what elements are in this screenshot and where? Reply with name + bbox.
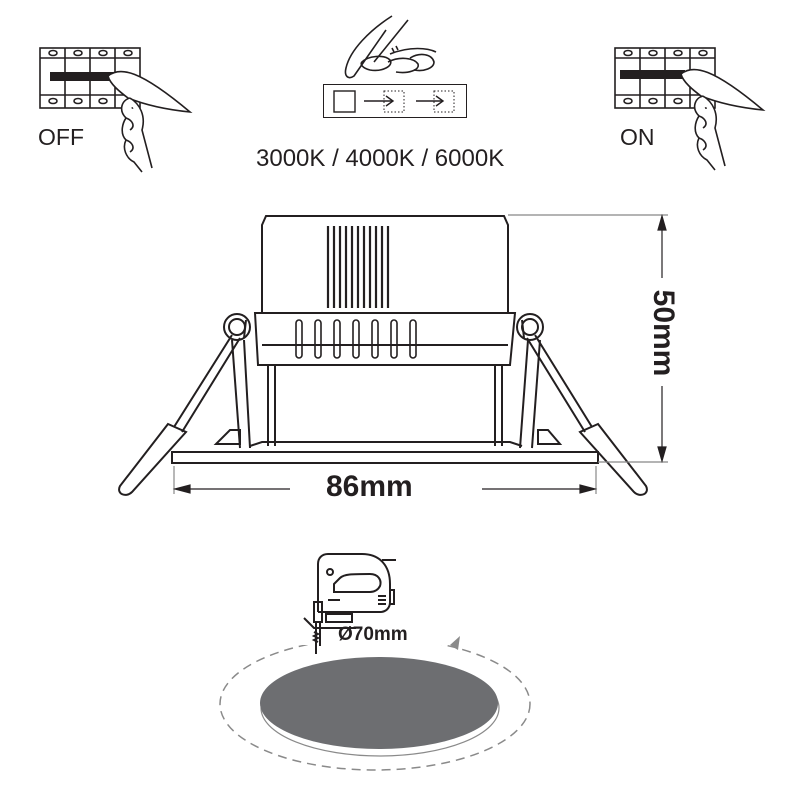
breaker-switch-icon [614, 47, 766, 171]
on-label: ON [620, 124, 655, 150]
color-temperature-label: 3000K / 4000K / 6000K [256, 145, 505, 172]
breaker-off-illustration: OFF [30, 40, 200, 180]
hand-icon [344, 15, 437, 79]
color-temperature-switch-illustration: 3000K / 4000K / 6000K [250, 10, 550, 180]
downlight-side-view [118, 213, 668, 496]
downlight-dimension-drawing: 50mm 86mm [0, 200, 800, 520]
width-dimension-label: 86mm [326, 470, 413, 503]
breaker-on-illustration: ON [605, 40, 775, 180]
cutout-dimension-label: Ø70mm [338, 624, 408, 645]
cutout-hole [219, 615, 531, 771]
cutout-illustration: Ø70mm [200, 540, 560, 790]
breaker-switch-icon [39, 47, 193, 173]
color-switch-icon [323, 84, 467, 118]
jigsaw-icon [303, 553, 396, 654]
off-label: OFF [38, 124, 84, 150]
height-dimension-label: 50mm [647, 289, 680, 377]
